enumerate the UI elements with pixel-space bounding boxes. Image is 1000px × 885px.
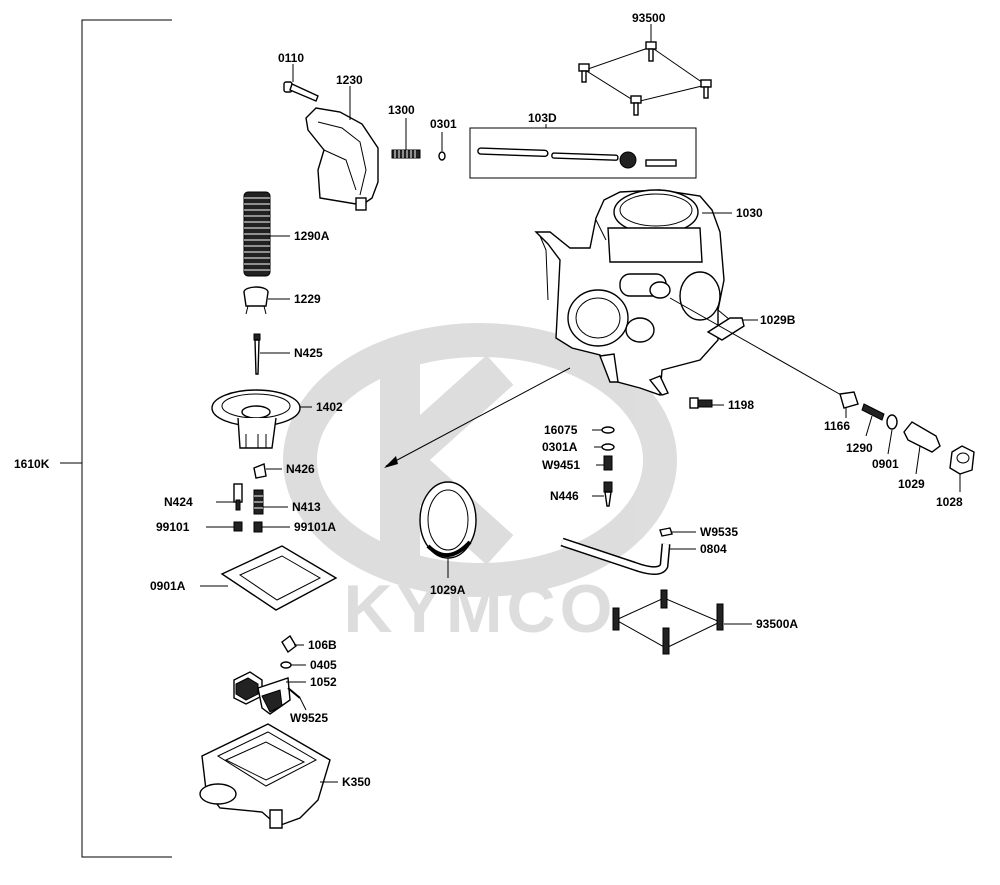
part-0405: 0405 bbox=[280, 658, 337, 672]
kymco-watermark: KYMCO bbox=[283, 323, 677, 647]
label-1052: 1052 bbox=[310, 675, 337, 689]
label-1198: 1198 bbox=[728, 398, 754, 412]
label-W9535: W9535 bbox=[700, 525, 738, 539]
watermark-text: KYMCO bbox=[343, 571, 616, 647]
label-0301A: 0301A bbox=[542, 440, 578, 454]
label-1290: 1290 bbox=[846, 441, 873, 455]
label-1230: 1230 bbox=[336, 73, 363, 87]
part-1166: 1166 bbox=[824, 391, 859, 433]
label-N424: N424 bbox=[164, 495, 193, 509]
label-0110: 0110 bbox=[278, 51, 304, 65]
label-0804: 0804 bbox=[700, 542, 727, 556]
label-1229: 1229 bbox=[294, 292, 321, 306]
part-W9535: W9535 bbox=[659, 525, 738, 539]
part-0301A: 0301A bbox=[542, 440, 615, 454]
label-99101A: 99101A bbox=[294, 520, 336, 534]
part-93500A: 93500A bbox=[612, 589, 798, 655]
label-106B: 106B bbox=[308, 638, 337, 652]
part-1290A: 1290A bbox=[243, 191, 330, 277]
label-N413: N413 bbox=[292, 500, 321, 514]
label-1028: 1028 bbox=[936, 495, 963, 509]
label-93500A: 93500A bbox=[756, 617, 798, 631]
part-N426: N426 bbox=[253, 462, 315, 479]
part-N424: N424 bbox=[164, 483, 243, 511]
part-0901: 0901 bbox=[872, 414, 899, 471]
part-W9525: W9525 bbox=[287, 687, 328, 725]
part-0804-hose: 0804 bbox=[560, 537, 727, 576]
part-1029B: 1029B bbox=[706, 313, 796, 341]
part-1052-float: 1052 bbox=[233, 671, 337, 715]
part-1029: 1029 bbox=[898, 421, 941, 491]
leader-right-parts bbox=[669, 297, 851, 401]
label-1029A: 1029A bbox=[430, 583, 466, 597]
label-1166: 1166 bbox=[824, 419, 850, 433]
part-106B: 106B bbox=[281, 634, 337, 654]
part-0110: 0110 bbox=[278, 51, 319, 102]
part-1229: 1229 bbox=[243, 286, 321, 315]
leader-arrow-lower bbox=[384, 367, 571, 468]
label-99101: 99101 bbox=[156, 520, 190, 534]
label-1290A: 1290A bbox=[294, 229, 330, 243]
part-93500: 93500 bbox=[578, 11, 712, 116]
part-K350-float-bowl: K350 bbox=[199, 723, 371, 829]
part-0301: 0301 bbox=[430, 117, 457, 161]
label-103D: 103D bbox=[528, 111, 557, 125]
label-N425: N425 bbox=[294, 346, 323, 360]
part-N446: N446 bbox=[550, 481, 613, 507]
label-1030: 1030 bbox=[736, 206, 763, 220]
label-W9525: W9525 bbox=[290, 711, 328, 725]
label-1610K: 1610K bbox=[14, 457, 50, 471]
part-0901A: 0901A bbox=[150, 545, 338, 611]
part-1029A: 1029A bbox=[419, 481, 477, 597]
assembly-bracket: 1610K bbox=[14, 19, 172, 858]
label-1300: 1300 bbox=[388, 103, 415, 117]
part-N425: N425 bbox=[253, 333, 323, 375]
label-1029: 1029 bbox=[898, 477, 925, 491]
part-1290: 1290 bbox=[846, 403, 885, 455]
label-N426: N426 bbox=[286, 462, 315, 476]
label-N446: N446 bbox=[550, 489, 579, 503]
label-K350: K350 bbox=[342, 775, 371, 789]
label-16075: 16075 bbox=[544, 423, 578, 437]
part-1028: 1028 bbox=[936, 445, 975, 509]
part-99101A: 99101A bbox=[253, 520, 336, 534]
part-1198: 1198 bbox=[689, 397, 754, 412]
label-0901: 0901 bbox=[872, 457, 899, 471]
label-0901A: 0901A bbox=[150, 579, 186, 593]
part-1030-carburetor: 1030 bbox=[534, 189, 763, 396]
part-16075: 16075 bbox=[544, 423, 615, 437]
part-1300: 1300 bbox=[388, 103, 421, 159]
label-1402: 1402 bbox=[316, 400, 343, 414]
label-0301: 0301 bbox=[430, 117, 457, 131]
label-1029B: 1029B bbox=[760, 313, 796, 327]
label-0405: 0405 bbox=[310, 658, 337, 672]
part-1402: 1402 bbox=[211, 389, 343, 449]
label-W9451: W9451 bbox=[542, 458, 580, 472]
part-1230: 1230 bbox=[305, 73, 379, 211]
label-93500: 93500 bbox=[632, 11, 666, 25]
part-W9451: W9451 bbox=[542, 455, 613, 472]
part-99101: 99101 bbox=[156, 520, 243, 534]
part-103D: 103D bbox=[469, 111, 697, 179]
part-N413: N413 bbox=[253, 489, 321, 515]
